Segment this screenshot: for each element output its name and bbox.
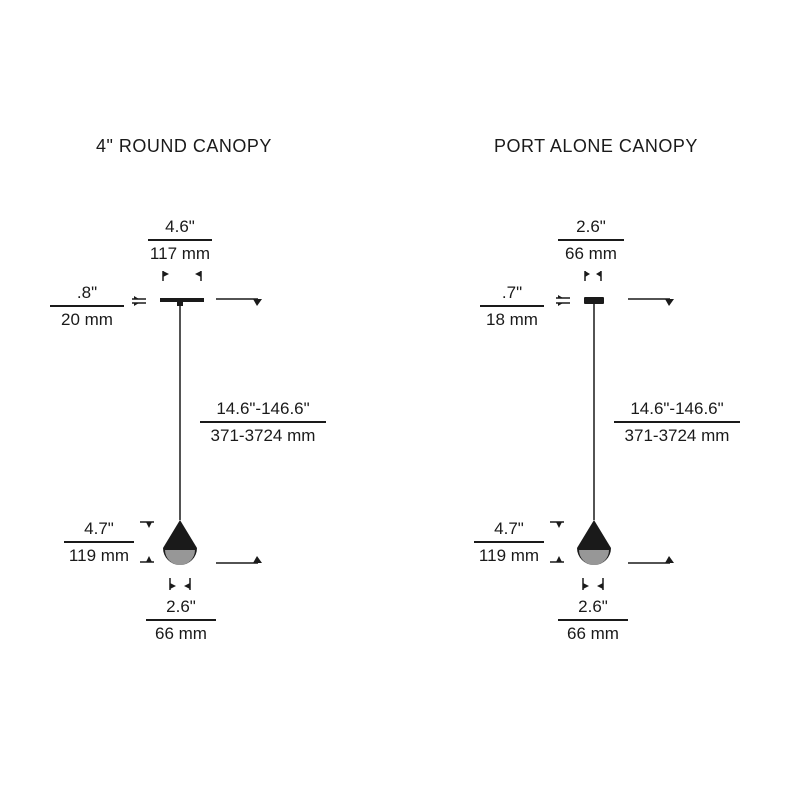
dimension-arrow-icon: [169, 578, 191, 590]
dimension-arrow-icon: [582, 578, 604, 590]
dimension-rule: [146, 619, 216, 621]
panel-round-canopy: 4" ROUND CANOPY 4.6" 117 mm .8" 20 mm 14…: [50, 136, 326, 645]
canopy-width-mm: 66 mm: [565, 243, 617, 263]
shade-height-label: 4.7" 119 mm: [64, 518, 134, 567]
shade-width-mm: 66 mm: [567, 623, 619, 643]
panel-title: 4" ROUND CANOPY: [96, 136, 272, 156]
dimension-rule: [474, 541, 544, 543]
canopy-plate: [160, 298, 204, 302]
dimension-arrow-icon: [550, 521, 564, 563]
overall-length-label: 14.6"-146.6" 371-3724 mm: [200, 398, 326, 447]
overall-length-mm: 371-3724 mm: [624, 425, 730, 445]
canopy-height-label: .7" 18 mm: [480, 282, 544, 331]
dimension-rule: [614, 421, 740, 423]
shade-width-label: 2.6" 66 mm: [558, 596, 628, 645]
dimension-rule: [64, 541, 134, 543]
canopy-width-mm: 117 mm: [149, 243, 211, 263]
panel-port-alone-canopy: PORT ALONE CANOPY 2.6" 66 mm .7" 18 mm 1…: [400, 0, 800, 800]
canopy-height-mm: 18 mm: [486, 309, 538, 329]
dimension-rule: [200, 421, 326, 423]
shade-width-inch: 2.6": [578, 597, 608, 616]
dimension-arrow-icon: [556, 295, 570, 306]
canopy-width-inch: 4.6": [165, 217, 195, 236]
shade-height-mm: 119 mm: [68, 545, 130, 565]
canopy-height-inch: .7": [501, 283, 523, 302]
canopy-height-mm: 20 mm: [61, 309, 113, 329]
dimension-rule: [148, 239, 212, 241]
shade-height-inch: 4.7": [84, 519, 114, 538]
canopy-width-label: 4.6" 117 mm: [148, 216, 212, 265]
shade-height-inch: 4.7": [494, 519, 524, 538]
overall-length-inch: 14.6"-146.6": [630, 399, 724, 418]
shade-width-label: 2.6" 66 mm: [146, 596, 216, 645]
dimension-rule: [480, 305, 544, 307]
canopy-height-label: .8" 20 mm: [50, 282, 124, 331]
panel-title: PORT ALONE CANOPY: [494, 136, 698, 156]
canopy-plate: [584, 297, 604, 304]
pendant-light-icon: [132, 271, 262, 590]
overall-length-mm: 371-3724 mm: [210, 425, 316, 445]
shade-width-inch: 2.6": [166, 597, 196, 616]
dimension-rule: [558, 619, 628, 621]
dimension-arrow-icon: [140, 521, 154, 563]
overall-length-label: 14.6"-146.6" 371-3724 mm: [614, 398, 740, 447]
canopy-width-inch: 2.6": [576, 217, 606, 236]
shade-height-mm: 119 mm: [478, 545, 540, 565]
dimension-arrow-icon: [132, 296, 146, 306]
canopy-height-inch: .8": [76, 283, 98, 302]
shade-width-mm: 66 mm: [155, 623, 207, 643]
overall-length-inch: 14.6"-146.6": [216, 399, 310, 418]
pendant-light-icon: [550, 271, 674, 590]
dimension-rule: [558, 239, 624, 241]
dimension-arrow-icon: [584, 271, 602, 281]
dimension-rule: [50, 305, 124, 307]
shade-height-label: 4.7" 119 mm: [474, 518, 544, 567]
dimension-arrow-icon: [162, 271, 202, 281]
canopy-width-label: 2.6" 66 mm: [558, 216, 624, 265]
